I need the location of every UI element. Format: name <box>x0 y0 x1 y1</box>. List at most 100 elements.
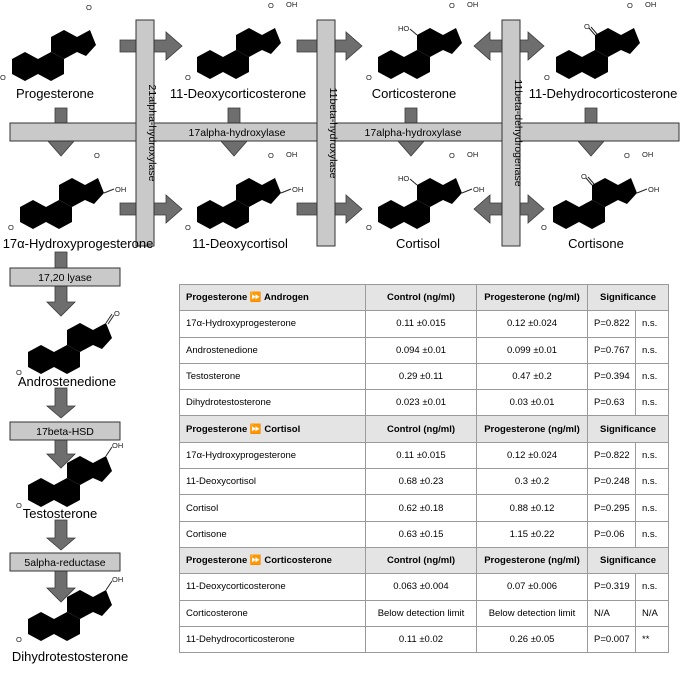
atom-o: O <box>268 151 274 160</box>
label-androstenedione: Androstenedione <box>18 374 116 389</box>
atom-o: O <box>185 223 191 232</box>
enzyme-17beta-hsd: 17beta-HSD <box>36 426 94 438</box>
atom-o: O <box>366 73 372 82</box>
column-header-progesterone: Progesterone (ng/ml) <box>476 415 588 443</box>
enzyme-box-hsd <box>9 421 121 441</box>
row-p-value: P=0.248 <box>587 468 636 496</box>
row-name: 11-Deoxycorticosterone <box>179 573 366 601</box>
row-control: 0.63 ±0.15 <box>365 520 477 548</box>
atom-o: O <box>185 73 191 82</box>
label-corticosterone: Corticosterone <box>372 86 457 101</box>
row-progesterone: 0.47 ±0.2 <box>476 362 588 391</box>
hormone-levels-table: Progesterone ⏩ Androgen Control (ng/ml) … <box>179 283 669 654</box>
column-header-control: Control (ng/ml) <box>365 415 477 443</box>
atom-oh: OH <box>648 185 659 194</box>
enzyme-17alpha-hydroxylase-left: 17alpha-hydroxylase <box>189 127 286 139</box>
hydroxyprogesterone-structure <box>13 157 115 230</box>
row-name: Dihydrotestosterone <box>179 389 366 417</box>
row-name: Cortisol <box>179 494 366 522</box>
atom-o: O <box>624 151 630 160</box>
cortisone-structure <box>546 157 648 230</box>
row-significance: n.s. <box>635 520 669 548</box>
row-name: Testosterone <box>179 362 366 391</box>
corticosterone-structure <box>371 7 467 80</box>
row-p-value: P=0.06 <box>587 520 636 548</box>
atom-oh: OH <box>467 0 478 9</box>
row-p-value: P=0.822 <box>587 441 636 470</box>
deoxycortisol-structure <box>190 157 292 230</box>
row-progesterone: 0.07 ±0.006 <box>476 573 588 601</box>
atom-o: O <box>0 73 6 82</box>
column-header-control: Control (ng/ml) <box>365 283 477 312</box>
column-header-significance: Significance <box>587 415 669 443</box>
enzyme-11beta-hydroxylase: 11beta-hydroxylase <box>327 88 339 179</box>
row-name: 11-Deoxycortisol <box>179 468 366 496</box>
atom-o: O <box>449 151 455 160</box>
arrow-down-icon <box>46 285 76 317</box>
row-progesterone: 0.03 ±0.01 <box>476 389 588 417</box>
row-control: 0.62 ±0.18 <box>365 494 477 522</box>
label-deoxycorticosterone: 11-Deoxycorticosterone <box>170 86 306 101</box>
arrow-down-icon <box>45 387 77 419</box>
row-p-value: P=0.295 <box>587 494 636 522</box>
enzyme-box-lyase <box>9 267 121 287</box>
row-control: Below detection limit <box>365 599 477 627</box>
deoxycorticosterone-structure <box>190 7 286 80</box>
atom-o: O <box>16 368 22 377</box>
arrow-down-icon <box>46 569 76 603</box>
atom-o: O <box>268 1 274 10</box>
row-p-value: P=0.319 <box>587 573 636 601</box>
row-progesterone: 1.15 ±0.22 <box>476 520 588 548</box>
enzyme-17alpha-hydroxylase-right: 17alpha-hydroxylase <box>365 127 462 139</box>
atom-o: O <box>581 172 587 181</box>
atom-ho: HO <box>398 24 409 33</box>
enzyme-5alpha-reductase: 5alpha-reductase <box>24 557 105 569</box>
atom-o: O <box>86 3 92 12</box>
atom-o: O <box>544 73 550 82</box>
atom-o: O <box>114 309 120 318</box>
column-header-significance: Significance <box>587 283 669 312</box>
row-significance: n.s. <box>635 441 669 470</box>
column-header-progesterone: Progesterone (ng/ml) <box>476 546 588 575</box>
group-title: Progesterone ⏩ Androgen <box>179 283 366 312</box>
enzyme-21alpha-hydroxylase: 21alpha-hydroxylase <box>146 85 158 182</box>
row-name: Androstenedione <box>179 336 366 364</box>
atom-o: O <box>16 635 22 644</box>
row-progesterone: 0.099 ±0.01 <box>476 336 588 364</box>
atom-o: O <box>366 223 372 232</box>
atom-o: O <box>627 1 633 10</box>
atom-oh: OH <box>467 150 478 159</box>
vertical-enzyme-bar-11b <box>316 19 336 247</box>
row-name: 17α-Hydroxyprogesterone <box>179 310 366 338</box>
atom-o: O <box>16 501 22 510</box>
progesterone-structure <box>5 9 96 82</box>
row-p-value: P=0.394 <box>587 362 636 391</box>
row-control: 0.29 ±0.11 <box>365 362 477 391</box>
row-control: 0.11 ±0.015 <box>365 310 477 338</box>
row-progesterone: 0.88 ±0.12 <box>476 494 588 522</box>
row-control: 0.023 ±0.01 <box>365 389 477 417</box>
row-control: 0.11 ±0.02 <box>365 625 477 654</box>
atom-oh: OH <box>286 150 297 159</box>
label-dihydrotestosterone: Dihydrotestosterone <box>12 649 128 664</box>
row-significance: n.s. <box>635 494 669 522</box>
horizontal-enzyme-bar <box>9 122 680 142</box>
row-name: 17α-Hydroxyprogesterone <box>179 441 366 470</box>
row-p-value: P=0.822 <box>587 310 636 338</box>
atom-o: O <box>94 151 100 160</box>
enzyme-box-reductase <box>9 552 121 572</box>
row-control: 0.094 ±0.01 <box>365 336 477 364</box>
arrow-down-icon <box>46 437 76 469</box>
atom-labels: O O O O OH O HO O OH O O O OH O O OH O O… <box>0 0 659 644</box>
row-name: 11-Dehydrocorticosterone <box>179 625 366 654</box>
row-significance: N/A <box>635 599 669 627</box>
enzyme-17-20-lyase: 17,20 lyase <box>38 272 92 284</box>
dihydrotestosterone-structure <box>21 580 113 642</box>
column-header-significance: Significance <box>587 546 669 575</box>
label-hydroxyprogesterone: 17α-Hydroxyprogesterone <box>3 236 154 251</box>
group-title: Progesterone ⏩ Cortisol <box>179 415 366 443</box>
